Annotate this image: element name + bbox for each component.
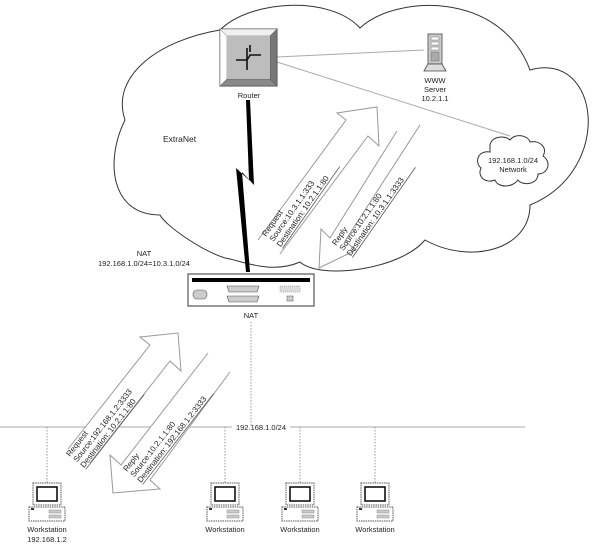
workstation-label: Workstation	[355, 525, 394, 534]
workstation-2[interactable]: Workstation	[205, 427, 245, 534]
lower-request-arrow-shape	[67, 332, 182, 464]
extranet-label: ExtraNet	[163, 134, 197, 144]
server-label-3: 10.2.1.1	[421, 94, 448, 103]
upper-request-arrow-shape	[257, 106, 380, 255]
workstation-label: Workstation	[27, 525, 66, 534]
server-label-2: Server	[424, 85, 447, 94]
lower-reply-arrow-shape	[109, 352, 231, 494]
upper-reply-arrow-shape	[318, 124, 421, 269]
nat-mapping: 192.168.1.0/24=10.3.1.0/24	[98, 259, 190, 268]
nat-device-label: NAT	[244, 311, 259, 320]
workstation-label: Workstation	[280, 525, 319, 534]
workstation-ip-label: 192.168.1.2	[27, 535, 67, 544]
wan-link-icon	[236, 100, 254, 272]
network-cloud-label-1: 192.168.1.0/24	[488, 156, 538, 165]
nat-device-icon[interactable]	[187, 273, 315, 307]
extranet-cloud	[113, 4, 589, 272]
router-label: Router	[238, 91, 261, 100]
workstation-3[interactable]: Workstation	[280, 427, 320, 534]
server-label-1: WWW	[424, 76, 446, 85]
router-network-link	[276, 61, 511, 137]
workstation-label: Workstation	[205, 525, 244, 534]
computer-base-icon	[28, 506, 66, 522]
computer-base-icon	[356, 506, 394, 522]
network-cloud[interactable]	[477, 135, 549, 187]
lower-request-source: Source:192.168.1.2:3333	[72, 387, 135, 464]
router-server-link	[276, 49, 425, 58]
workstation-4[interactable]: Workstation	[355, 427, 395, 534]
computer-base-icon	[206, 506, 244, 522]
lan-label: 192.168.1.0/24	[236, 423, 286, 432]
computer-base-icon	[281, 506, 319, 522]
router-icon[interactable]	[219, 28, 278, 87]
network-cloud-label-2: Network	[499, 165, 527, 174]
nat-title: NAT	[137, 249, 152, 258]
server-icon[interactable]	[423, 33, 447, 72]
